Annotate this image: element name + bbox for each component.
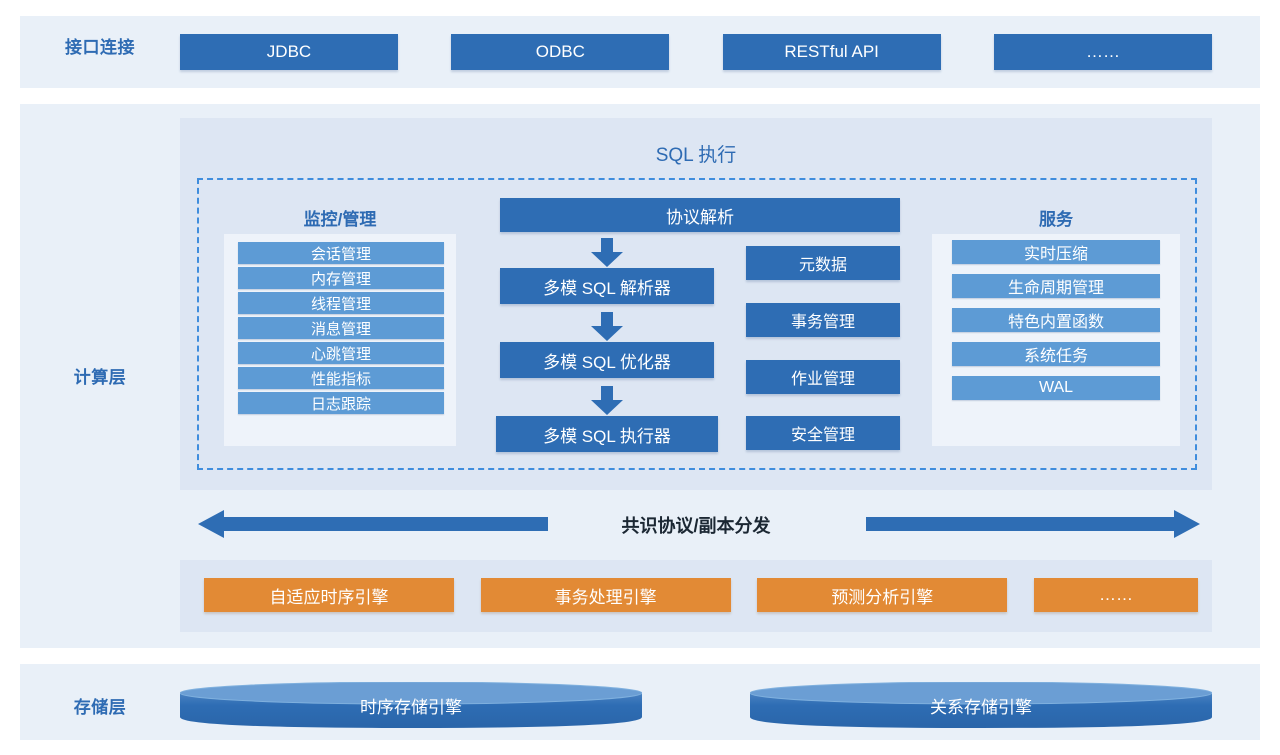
compute-layer-label: 计算层 [73,368,127,387]
interface-item-restful-api[interactable]: RESTful API [722,34,941,70]
module-security-management[interactable]: 安全管理 [746,416,900,450]
down-arrow-icon [590,312,624,342]
interface-item-more[interactable]: …… [993,34,1212,70]
pipeline-sql-parser[interactable]: 多模 SQL 解析器 [500,268,714,304]
monitor-item-message[interactable]: 消息管理 [238,317,444,339]
down-arrow-icon [590,238,624,268]
monitor-item-log-trace[interactable]: 日志跟踪 [238,392,444,414]
monitor-column-title: 监控/管理 [303,210,377,229]
sql-execution-title: SQL 执行 [655,145,737,166]
interface-item-jdbc[interactable]: JDBC [180,34,398,70]
storage-layer-label: 存储层 [73,698,127,717]
monitor-item-list: 会话管理 内存管理 线程管理 消息管理 心跳管理 性能指标 日志跟踪 [238,242,444,417]
module-transaction-management[interactable]: 事务管理 [746,303,900,337]
service-item-wal[interactable]: WAL [952,376,1160,400]
service-item-builtin-functions[interactable]: 特色内置函数 [952,308,1160,332]
pipeline-sql-optimizer[interactable]: 多模 SQL 优化器 [500,342,714,378]
interface-item-odbc[interactable]: ODBC [451,34,670,70]
interface-button-row: JDBC ODBC RESTful API …… [180,34,1212,70]
module-metadata[interactable]: 元数据 [746,246,900,280]
storage-cylinder-timeseries[interactable]: 时序存储引擎 [179,681,643,728]
service-column-title: 服务 [1039,210,1073,229]
service-subpanel [932,234,1180,446]
service-item-realtime-compression[interactable]: 实时压缩 [952,240,1160,264]
monitor-item-thread[interactable]: 线程管理 [238,292,444,314]
pipeline-sql-executor[interactable]: 多模 SQL 执行器 [496,416,718,452]
sql-execution-dashed-border [197,178,1197,470]
pipeline-protocol-parse[interactable]: 协议解析 [500,198,900,232]
service-item-list: 实时压缩 生命周期管理 特色内置函数 系统任务 WAL [952,240,1160,410]
engine-button-row: 自适应时序引擎 事务处理引擎 预测分析引擎 …… [204,578,1198,612]
engine-adaptive-timeseries[interactable]: 自适应时序引擎 [204,578,454,612]
engine-predictive-analytics[interactable]: 预测分析引擎 [757,578,1008,612]
down-arrow-icon [590,386,624,416]
monitor-item-performance[interactable]: 性能指标 [238,367,444,389]
consensus-protocol-label: 共识协议/副本分发 [621,516,771,536]
module-job-management[interactable]: 作业管理 [746,360,900,394]
engine-transaction-processing[interactable]: 事务处理引擎 [480,578,731,612]
left-arrow-icon [198,510,548,538]
monitor-item-memory[interactable]: 内存管理 [238,267,444,289]
monitor-item-session[interactable]: 会话管理 [238,242,444,264]
engine-more[interactable]: …… [1033,578,1198,612]
service-item-system-tasks[interactable]: 系统任务 [952,342,1160,366]
right-arrow-icon [866,510,1200,538]
monitor-item-heartbeat[interactable]: 心跳管理 [238,342,444,364]
storage-cylinder-relational[interactable]: 关系存储引擎 [749,681,1213,728]
service-item-lifecycle-management[interactable]: 生命周期管理 [952,274,1160,298]
interface-layer-label: 接口连接 [65,38,135,57]
